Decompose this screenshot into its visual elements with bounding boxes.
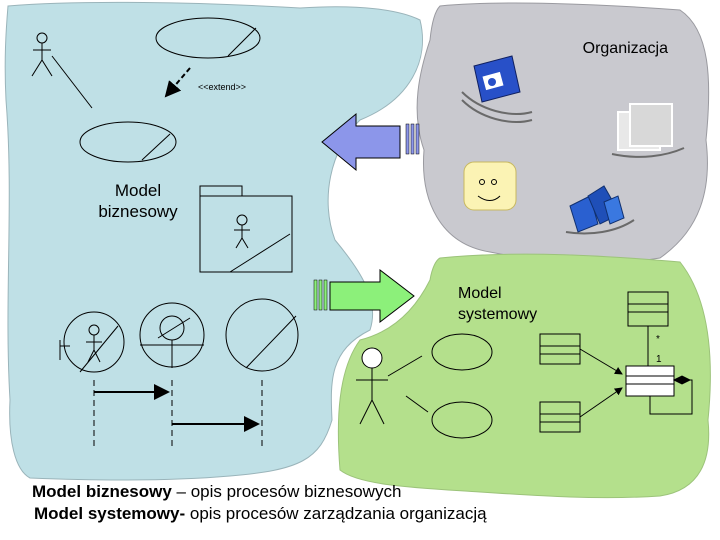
business-worker-symbol [139,302,205,368]
buildings-icon [565,185,635,235]
business-model-region [4,1,423,481]
system-model-label-line2: systemowy [458,306,538,323]
multiplicity-one: 1 [656,354,662,365]
caption-term-business: Model biznesowy [32,482,172,501]
caption-definition-business: – opis procesów biznesowych [171,482,402,501]
caption-line-2: Model systemowy- opis procesów zarządzan… [34,504,487,524]
system-actor [356,347,388,425]
documents-icon [611,103,685,158]
association-line [387,355,423,377]
organization-to-business-arrow [321,112,420,172]
business-entity-symbol [225,298,299,372]
business-model-label: Model biznesowy [88,180,188,222]
process-flow-arrows [93,380,263,450]
caption-line-1: Model biznesowy – opis procesów biznesow… [32,482,401,502]
multiplicity-many: * [656,334,660,345]
extend-stereotype-label: <<extend>> [198,82,247,92]
business-use-case-top [155,17,261,59]
system-use-case-top [431,333,493,371]
caption-term-system: Model systemowy- [34,504,186,523]
system-class-box [627,291,669,327]
association-line [405,395,429,413]
floppy-disk-icon [461,55,533,123]
system-model-region [337,253,711,499]
business-use-case-middle [79,121,177,163]
face-icon [463,161,517,211]
business-actor-symbol [59,311,125,373]
business-package [199,185,293,273]
system-model-label: Model systemowy [458,283,537,325]
class-associations [579,326,693,418]
caption-definition-system: opis procesów zarządzania organizacją [185,504,487,523]
system-use-case-bottom [431,401,493,439]
organization-label: Organizacja [582,40,668,57]
association-line [51,55,93,109]
system-model-label-line1: Model [458,285,502,302]
business-model-label-line1: Model [114,181,162,200]
actor-figure-top [31,32,53,77]
business-to-system-arrow [313,268,415,324]
system-class-box-main [625,365,675,397]
extend-dependency-arrow [164,67,191,98]
business-model-label-line2: biznesowy [98,202,178,221]
